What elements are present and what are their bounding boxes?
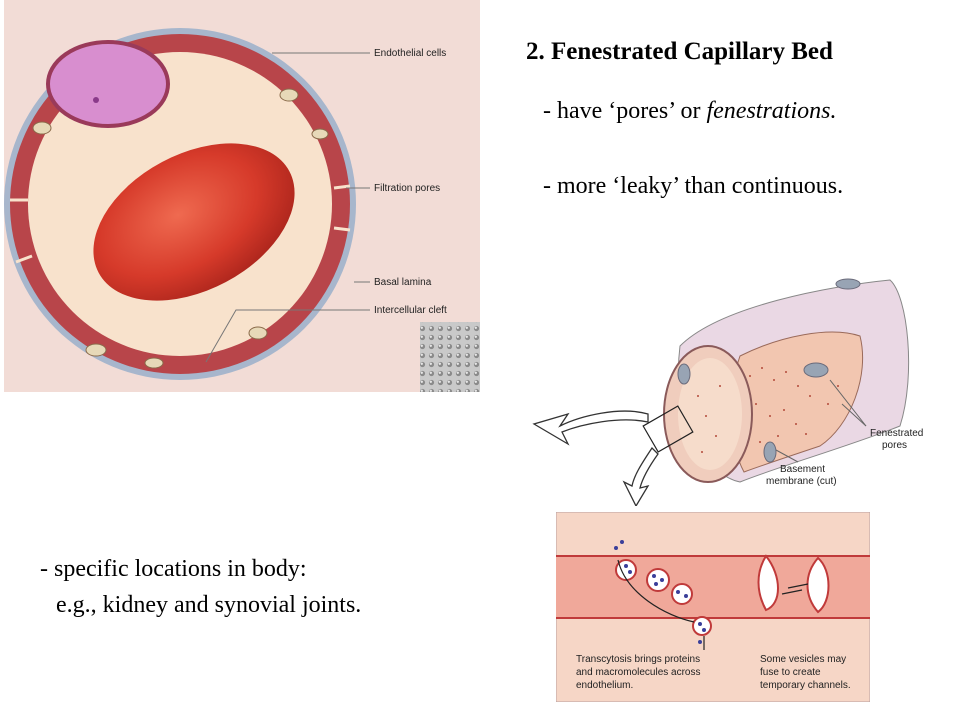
bullet-pores: - have ‘pores’ or fenestrations. [543,98,836,125]
bullet-locations: - specific locations in body: [40,556,307,582]
bullet-pores-text: - have ‘pores’ or [543,98,707,124]
arrow-left-icon [532,410,649,446]
protein-dots [614,540,706,644]
label-pores: pores [882,440,907,451]
vesicles [615,559,712,636]
label-endothelial-cells: Endothelial cells [374,48,446,59]
arrow-down-icon [622,446,659,506]
label-vesicles-1: Some vesicles may [760,654,846,665]
label-fenestrated: Fenestrated [870,428,923,439]
callout-box [642,405,694,453]
label-intercellular-cleft: Intercellular cleft [374,305,447,316]
label-transcytosis-3: endothelium. [576,680,633,691]
bullet-leaky: - more ‘leaky’ than continuous. [543,173,844,199]
label-basement: Basement [780,464,825,475]
label-vesicles-2: fuse to create [760,667,821,678]
label-membrane-cut: membrane (cut) [766,476,837,487]
organelles [32,88,329,369]
bullet-pores-term: fenestrations. [706,98,837,124]
label-transcytosis-1: Transcytosis brings proteins [576,654,700,665]
slide-title: 2. Fenestrated Capillary Bed [526,38,833,65]
label-vesicles-3: temporary channels. [760,680,851,691]
fenestrated-capillary-tube-figure: Fenestrated pores Basement membrane (cut… [532,278,923,506]
endothelial-nucleus [46,40,170,128]
label-transcytosis-2: and macromolecules across [576,667,701,678]
bullet-locations-example: e.g., kidney and synovial joints. [56,592,362,618]
label-basal-lamina: Basal lamina [374,277,432,288]
fenestration-micrograph [420,322,480,392]
transcytosis-panel: Transcytosis brings proteins and macromo… [556,512,870,702]
filtration-pores [10,184,351,264]
fenestration-dots [697,367,839,453]
red-blood-cell [93,143,295,301]
label-filtration-pores: Filtration pores [374,183,440,194]
capillary-cross-section-figure: Endothelial cells Filtration pores Basal… [4,0,480,392]
